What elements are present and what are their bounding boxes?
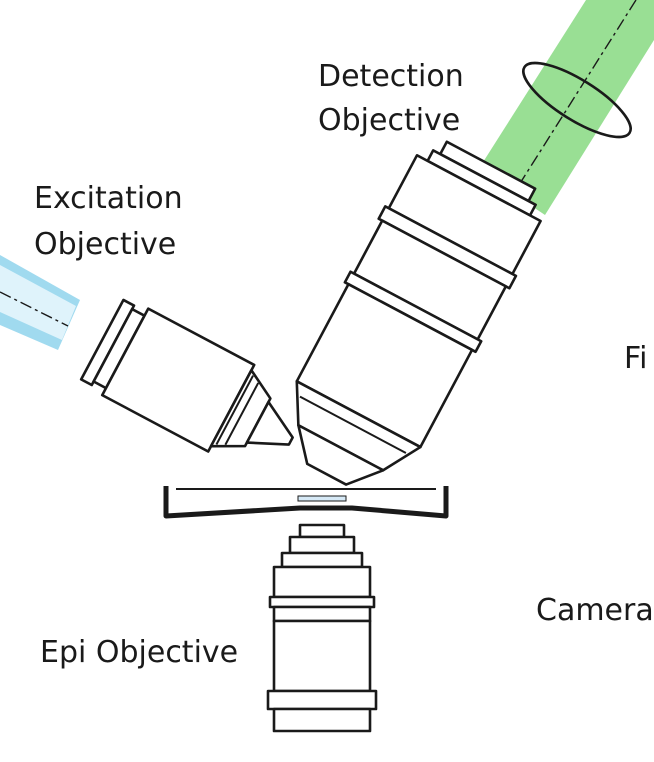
sample-dish: [163, 486, 449, 519]
excitation-label-line2: Objective: [34, 227, 176, 262]
tube-lens-ring: [522, 61, 632, 139]
detection-beam: [478, 0, 654, 215]
excitation-beam: [0, 255, 80, 350]
detection-label-line2: Objective: [318, 103, 460, 138]
camera-label-partial: Camera: [536, 593, 654, 628]
excitation-label-line1: Excitation: [34, 181, 183, 216]
filter-label-partial: Fi: [624, 341, 647, 376]
epi-objective-label: Epi Objective: [40, 635, 238, 670]
detection-objective: [295, 140, 542, 486]
detection-label-line1: Detection: [318, 59, 464, 94]
excitation-objective: [79, 298, 294, 453]
epi-objective: [266, 523, 378, 733]
